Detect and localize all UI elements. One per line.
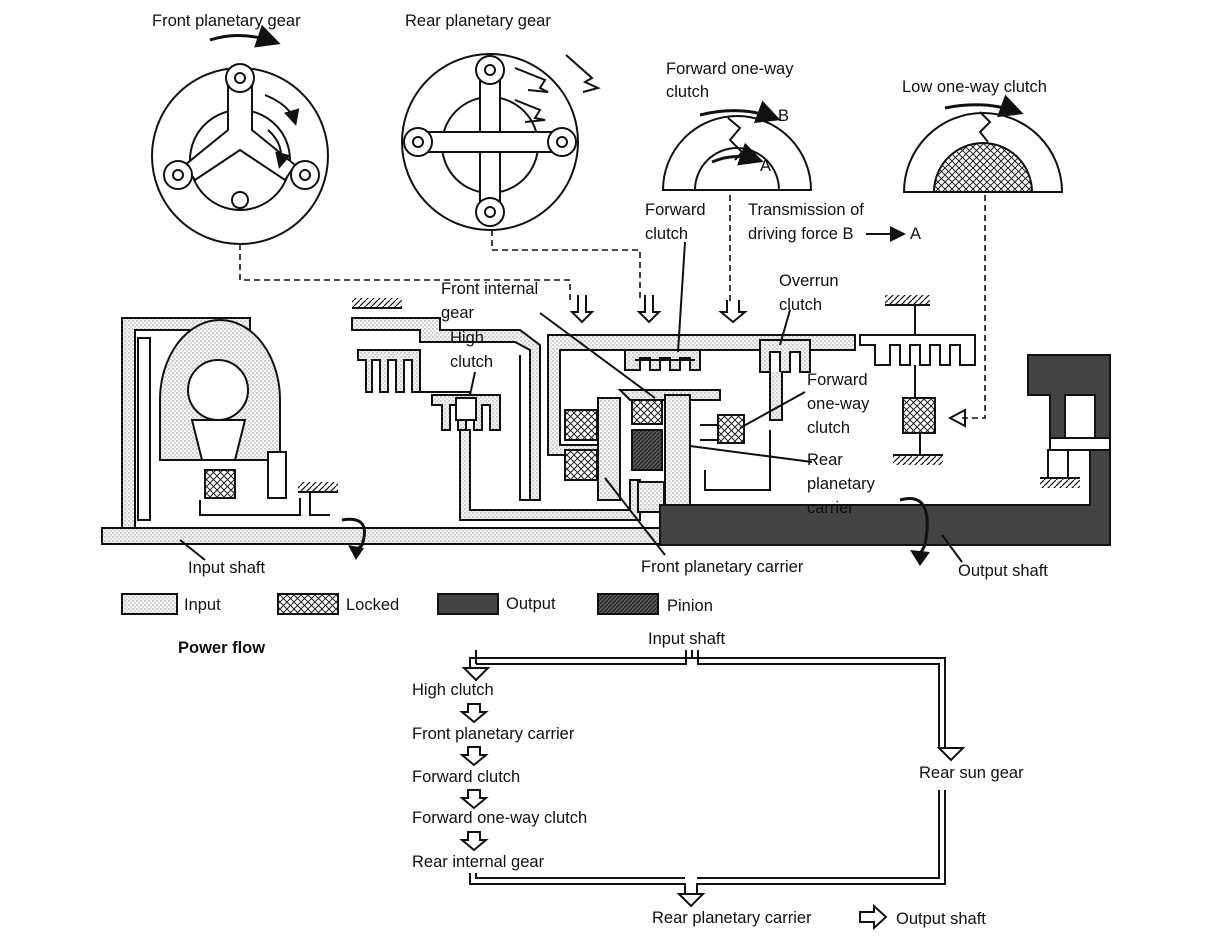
rear-planetary-gear-illustration <box>401 53 601 231</box>
high-clutch-label-1: High <box>450 329 484 347</box>
forward-clutch-label-2: clutch <box>645 225 688 243</box>
rear-gear-link-line <box>491 230 641 300</box>
legend-pinion-swatch <box>597 593 659 615</box>
rear-planetary-gear-label: Rear planetary gear <box>405 12 551 30</box>
forward-one-way-top-label-1: Forward one-way <box>666 60 794 78</box>
input-shaft-label: Input shaft <box>188 559 265 577</box>
low-one-way-clutch-illustration <box>902 94 1064 193</box>
flow-step-high-clutch: High clutch <box>412 681 494 699</box>
forward-clutch-label-1: Forward <box>645 201 706 219</box>
rear-carrier-label-1: Rear <box>807 451 843 469</box>
overrun-clutch-label-2: clutch <box>779 296 822 314</box>
transmission-label-1: Transmission of <box>748 201 864 219</box>
output-shaft-label: Output shaft <box>958 562 1048 580</box>
power-flow-diagram <box>459 650 966 931</box>
legend-locked-swatch <box>277 593 339 615</box>
flow-rear-planetary-carrier: Rear planetary carrier <box>652 909 812 927</box>
flow-step-front-planetary-carrier: Front planetary carrier <box>412 725 575 743</box>
legend-output-swatch <box>437 593 499 615</box>
forward-one-way-clutch-illustration <box>661 100 813 191</box>
front-planetary-carrier-label: Front planetary carrier <box>641 558 804 576</box>
fwd-oneway-label-3: clutch <box>807 419 850 437</box>
to-output-shaft-arrow <box>859 903 888 931</box>
rear-gear-link-arrow <box>636 295 662 324</box>
front-internal-gear-label-2: gear <box>441 304 475 322</box>
output-shaft-bar <box>659 439 1111 546</box>
overrun-clutch-label-1: Overrun <box>779 272 839 290</box>
flow-step-rear-internal-gear: Rear internal gear <box>412 853 545 871</box>
fwd-oneway-link-arrow <box>718 300 748 324</box>
low-one-way-clutch-label: Low one-way clutch <box>902 78 1047 96</box>
high-clutch-label-2: clutch <box>450 353 493 371</box>
low-oneway-link-arrow <box>947 408 966 428</box>
power-flow-title: Power flow <box>178 639 265 657</box>
legend-locked-label: Locked <box>346 596 399 614</box>
front-gear-link-line <box>239 244 571 300</box>
front-planetary-gear-label: Front planetary gear <box>152 12 301 30</box>
low-oneway-link-line <box>960 195 986 419</box>
rear-carrier-label-2: planetary <box>807 475 876 493</box>
transmission-mechanism <box>101 241 1111 566</box>
flow-step-forward-one-way-clutch: Forward one-way clutch <box>412 809 587 827</box>
fwd-oneway-label-1: Forward <box>807 371 868 389</box>
flow-step-forward-clutch: Forward clutch <box>412 768 520 786</box>
flow-down-arrows <box>459 703 489 852</box>
front-gear-link-arrow <box>569 295 595 324</box>
legend-input-label: Input <box>184 596 221 614</box>
flow-input-shaft: Input shaft <box>648 630 725 648</box>
legend-pinion-label: Pinion <box>667 597 713 615</box>
front-internal-gear-label-1: Front internal <box>441 280 538 298</box>
input-shaft-bar <box>101 527 663 545</box>
legend-input-swatch <box>121 593 178 615</box>
transmission-label-3: A <box>910 225 921 243</box>
point-b-label: B <box>778 107 789 125</box>
legend-output-label: Output <box>506 595 556 613</box>
fwd-oneway-label-2: one-way <box>807 395 870 413</box>
point-a-label: A <box>760 157 771 175</box>
forward-one-way-top-label-2: clutch <box>666 83 709 101</box>
legend <box>121 593 659 615</box>
flow-rear-sun-gear: Rear sun gear <box>919 764 1024 782</box>
rear-carrier-label-3: carrier <box>807 499 854 517</box>
front-planetary-gear-illustration <box>151 24 329 245</box>
transmission-label-2: driving force B <box>748 225 853 243</box>
flow-output-shaft: Output shaft <box>896 910 986 928</box>
